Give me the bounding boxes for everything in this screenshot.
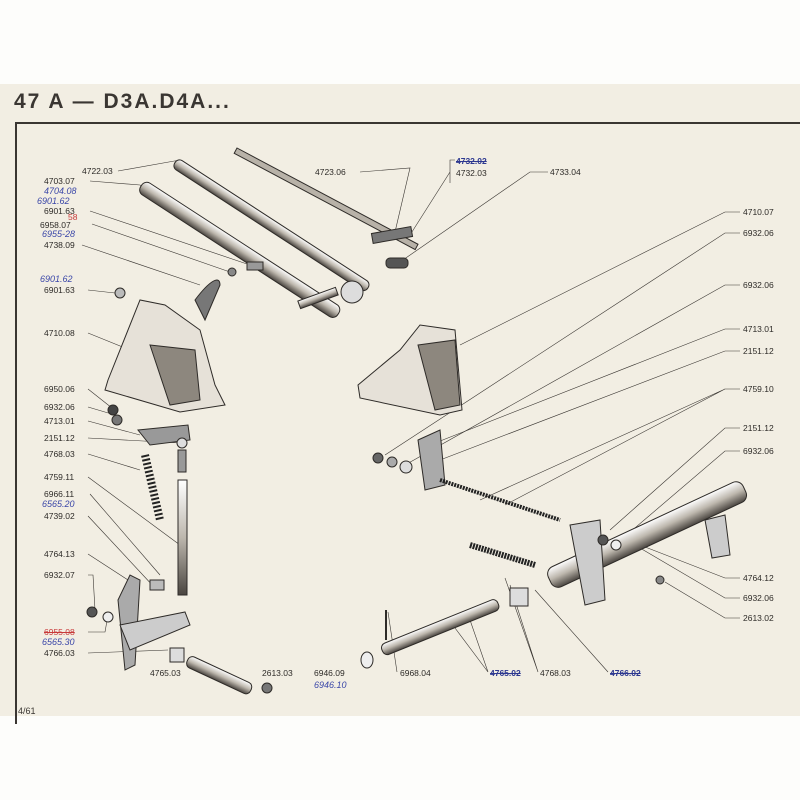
- part-label: 4733.04: [550, 167, 581, 177]
- part-label: 4764.13: [44, 549, 75, 559]
- part-label: 4713.01: [743, 324, 774, 334]
- handwritten-note: 6901.62: [40, 274, 73, 284]
- part-label: 4738.09: [44, 240, 75, 250]
- part-label: 4703.07: [44, 176, 75, 186]
- part-label: 2613.03: [262, 668, 293, 678]
- part-label: 6968.04: [400, 668, 431, 678]
- handwritten-note: 6955-28: [42, 229, 76, 239]
- parts-drawings: [86, 147, 748, 695]
- part-label: 4759.10: [743, 384, 774, 394]
- part-label: 2151.12: [743, 346, 774, 356]
- handwritten-note: 6565.30: [42, 637, 75, 647]
- part-label: 6958.07: [40, 220, 71, 230]
- part-label: 6932.06: [743, 228, 774, 238]
- handwritten-note: 6901.62: [37, 196, 70, 206]
- part-label: 6946.09: [314, 668, 345, 678]
- part-label: 2613.02: [743, 613, 774, 623]
- part-label-struck: 4732.02: [456, 156, 487, 166]
- part-label: 6901.63: [44, 285, 75, 295]
- part-label-struck: 6955.08: [44, 627, 75, 637]
- part-label: 4732.03: [456, 168, 487, 178]
- page-number: 4/61: [18, 706, 36, 716]
- part-label: 6901.63: [44, 206, 75, 216]
- part-label: 4764.12: [743, 573, 774, 583]
- handwritten-note: 6946.10: [314, 680, 347, 690]
- part-label: 4766.03: [44, 648, 75, 658]
- part-label: 4759.11: [44, 472, 75, 482]
- part-label: 4723.06: [315, 167, 346, 177]
- part-label: 4768.03: [540, 668, 571, 678]
- handwritten-note: 4704.08: [44, 186, 77, 196]
- part-label: 4710.08: [44, 328, 75, 338]
- part-label: 2151.12: [44, 433, 75, 443]
- part-label-struck: 4766.02: [610, 668, 641, 678]
- part-label: 6932.06: [44, 402, 75, 412]
- part-label: 6932.06: [743, 593, 774, 603]
- part-label: 4710.07: [743, 207, 774, 217]
- handwritten-note: 58: [68, 212, 78, 222]
- part-label: 6932.06: [743, 446, 774, 456]
- part-label: 4722.03: [82, 166, 113, 176]
- part-label: 4739.02: [44, 511, 75, 521]
- part-label: 4768.03: [44, 449, 75, 459]
- part-label: 6932.06: [743, 280, 774, 290]
- part-label: 2151.12: [743, 423, 774, 433]
- leader-lines: [81, 159, 740, 673]
- part-label: 6932.07: [44, 570, 75, 580]
- diagram-frame: [15, 122, 800, 724]
- handwritten-note: 6565.20: [42, 499, 75, 509]
- part-label: 4713.01: [44, 416, 75, 426]
- part-label: 4765.03: [150, 668, 181, 678]
- part-label-struck: 4765.02: [490, 668, 521, 678]
- part-label: 6966.11: [44, 489, 75, 499]
- page-title: 47 A — D3A.D4A...: [14, 90, 231, 113]
- part-label: 6950.06: [44, 384, 75, 394]
